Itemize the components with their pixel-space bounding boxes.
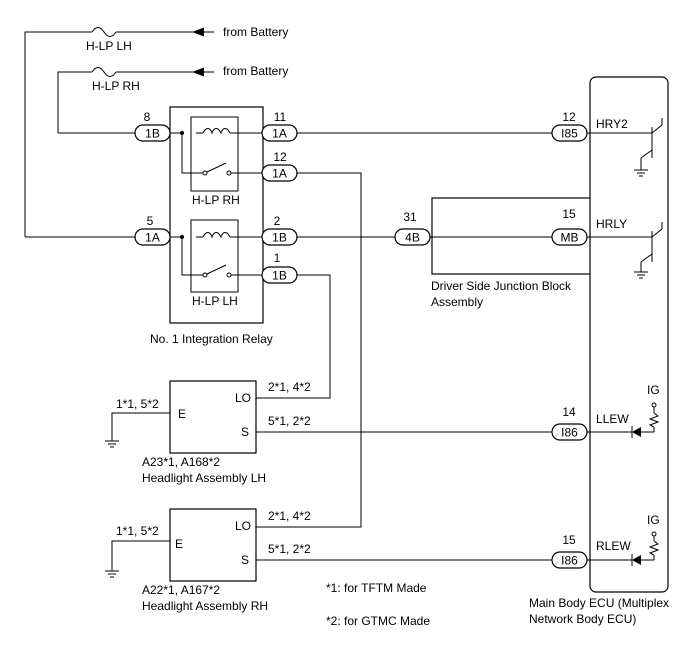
ecu-signal-hry2: 12 I85 HRY2 [551, 110, 663, 177]
headlight-assembly-rh: E LO S 2*1, 4*2 5*1, 2*2 1*1, 5*2 A22*1,… [105, 508, 311, 613]
main-body-ecu-label-2: Network Body ECU) [529, 612, 636, 626]
relay-pin-11: 11 1A [261, 110, 298, 142]
pin-number: 15 [562, 207, 576, 221]
connector-code: MB [561, 231, 579, 245]
main-body-ecu-label: Main Body ECU (Multiplex [529, 596, 669, 610]
relay-pin-2: 2 1B [261, 214, 298, 246]
arrow-left-icon [192, 27, 204, 37]
resistor-icon [648, 402, 660, 432]
relay-rh-label: H-LP RH [192, 193, 240, 207]
relay-pin-12: 12 1A [261, 150, 298, 182]
from-battery-label-bottom: from Battery [223, 64, 288, 78]
signal-name: LLEW [596, 412, 629, 426]
integration-relay-label: No. 1 Integration Relay [150, 332, 273, 346]
relay-pin-8: 8 1B [134, 110, 171, 142]
ecu-signal-hrly: MB HRLY [551, 217, 663, 279]
terminal-e: E [175, 537, 183, 551]
connector-code: 1A [145, 231, 160, 245]
pins-lo: 2*1, 4*2 [268, 509, 311, 523]
pins-s: 5*1, 2*2 [268, 542, 311, 556]
ground-icon [105, 440, 119, 448]
connector-code: 1B [145, 127, 160, 141]
junction-block: 31 4B 15 Driver Side Junction Block Asse… [394, 197, 593, 309]
connector-code: I86 [561, 426, 578, 440]
terminal-s: S [241, 425, 249, 439]
pin-number: 31 [403, 210, 417, 224]
pin-number: 12 [273, 150, 287, 164]
pin-number: 12 [562, 110, 576, 124]
pin-number: 15 [562, 533, 576, 547]
pins-lo: 2*1, 4*2 [268, 380, 311, 394]
ground-icon [634, 169, 648, 177]
relay-pin-1: 1 1B [261, 251, 298, 284]
junction-in-pin: 31 4B [394, 210, 431, 246]
headlight-rh-ref: A22*1, A167*2 [142, 583, 220, 597]
terminal-lo: LO [235, 519, 251, 533]
ground-icon [634, 271, 648, 279]
transistor-icon [640, 118, 663, 170]
arrow-left-icon [192, 67, 204, 77]
headlight-rh-label: Headlight Assembly RH [142, 599, 268, 613]
junction-block-label-2: Assembly [431, 295, 483, 309]
ig-label: IG [647, 383, 660, 397]
ground-icon [105, 570, 119, 578]
integration-relay: No. 1 Integration Relay H-LP RH H-LP LH [25, 106, 298, 346]
main-body-ecu: Main Body ECU (Multiplex Network Body EC… [529, 76, 669, 626]
connector-code: 1B [272, 269, 287, 283]
transistor-icon [640, 222, 663, 272]
signal-name: HRLY [596, 217, 627, 231]
wires [256, 132, 552, 561]
pins-s: 5*1, 2*2 [268, 414, 311, 428]
relay-pin-5: 5 1A [134, 214, 171, 246]
signal-name: HRY2 [596, 117, 628, 131]
resistor-icon [648, 531, 660, 560]
connector-code: 4B [405, 231, 420, 245]
connector-code: 1A [272, 167, 287, 181]
relay-lh-label: H-LP LH [192, 294, 238, 308]
junction-out-pin: 15 [562, 207, 576, 221]
terminal-e: E [178, 407, 186, 421]
connector-code: 1B [272, 231, 287, 245]
fuse-hlp-rh-label: H-LP RH [92, 79, 140, 93]
headlight-lh-ref: A23*1, A168*2 [142, 455, 220, 469]
fuse-hlp-lh-label: H-LP LH [86, 39, 132, 53]
ecu-signal-llew: 14 I86 LLEW IG [551, 383, 660, 441]
from-battery-label-top: from Battery [223, 25, 288, 39]
terminal-lo: LO [235, 391, 251, 405]
headlight-lh-label: Headlight Assembly LH [142, 471, 266, 485]
pins-e: 1*1, 5*2 [116, 524, 159, 538]
headlight-assembly-lh: E LO S 2*1, 4*2 5*1, 2*2 1*1, 5*2 A23*1,… [105, 380, 311, 485]
diode-icon [631, 554, 641, 566]
battery-feed-rh: H-LP RH from Battery [57, 64, 288, 133]
note-gtmc: *2: for GTMC Made [326, 614, 430, 628]
notes: *1: for TFTM Made *2: for GTMC Made [326, 581, 430, 628]
pin-number: 11 [274, 110, 287, 124]
terminal-s: S [241, 553, 249, 567]
diode-icon [631, 426, 641, 438]
pin-number: 14 [562, 405, 576, 419]
pin-number: 5 [147, 214, 154, 228]
pins-e: 1*1, 5*2 [116, 397, 159, 411]
connector-code: 1A [272, 127, 287, 141]
ecu-signal-rlew: 15 I86 RLEW IG [551, 513, 660, 569]
junction-block-label: Driver Side Junction Block [431, 279, 572, 293]
connector-code: I85 [561, 127, 578, 141]
note-tftm: *1: for TFTM Made [326, 581, 427, 595]
connector-code: I86 [561, 554, 578, 568]
pin-number: 8 [144, 110, 151, 124]
pin-number: 1 [274, 251, 281, 265]
pin-number: 2 [274, 214, 281, 228]
ig-label: IG [647, 513, 660, 527]
battery-feed-lh: H-LP LH from Battery [24, 25, 288, 237]
signal-name: RLEW [596, 539, 631, 553]
